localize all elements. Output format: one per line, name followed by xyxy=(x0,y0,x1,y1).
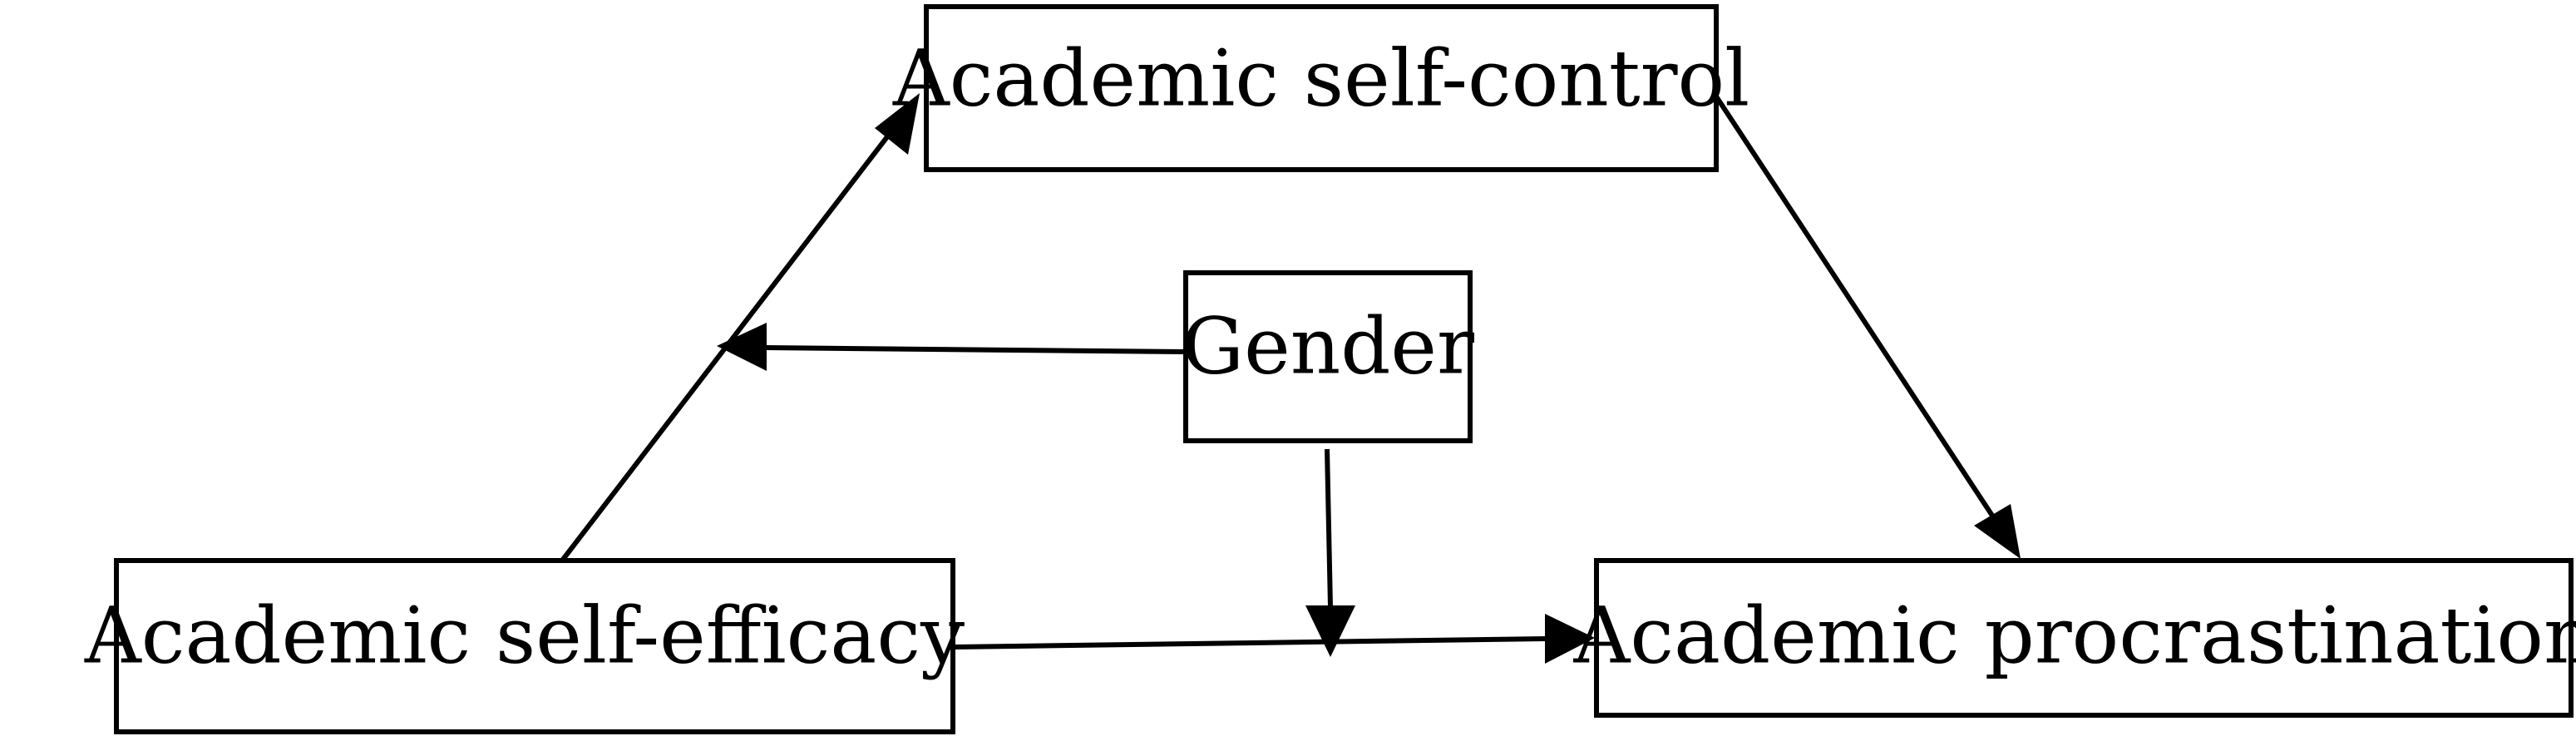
edge-self-efficacy-to-procrastination xyxy=(954,614,1595,664)
edge-gender-to-path-c xyxy=(1305,448,1355,657)
node-academic-procrastination: Academic procrastination xyxy=(1572,558,2576,718)
arrowhead xyxy=(717,323,767,371)
edge-gender-to-path-a xyxy=(717,323,1188,371)
arrowhead xyxy=(1545,614,1595,664)
arrowhead xyxy=(875,93,920,155)
node-label: Academic self-efficacy xyxy=(84,590,965,681)
edge-self-control-to-procrastination xyxy=(1714,95,2021,559)
node-academic-self-efficacy: Academic self-efficacy xyxy=(84,558,965,734)
arrowhead xyxy=(1305,605,1355,657)
edge-self-efficacy-to-self-control xyxy=(560,93,920,562)
node-gender: Gender xyxy=(1182,270,1474,443)
node-academic-self-control: Academic self-control xyxy=(892,4,1749,172)
node-label: Academic self-control xyxy=(892,33,1749,124)
node-label: Academic procrastination xyxy=(1572,590,2576,681)
node-label: Gender xyxy=(1182,301,1474,392)
arrowhead xyxy=(1974,504,2021,559)
